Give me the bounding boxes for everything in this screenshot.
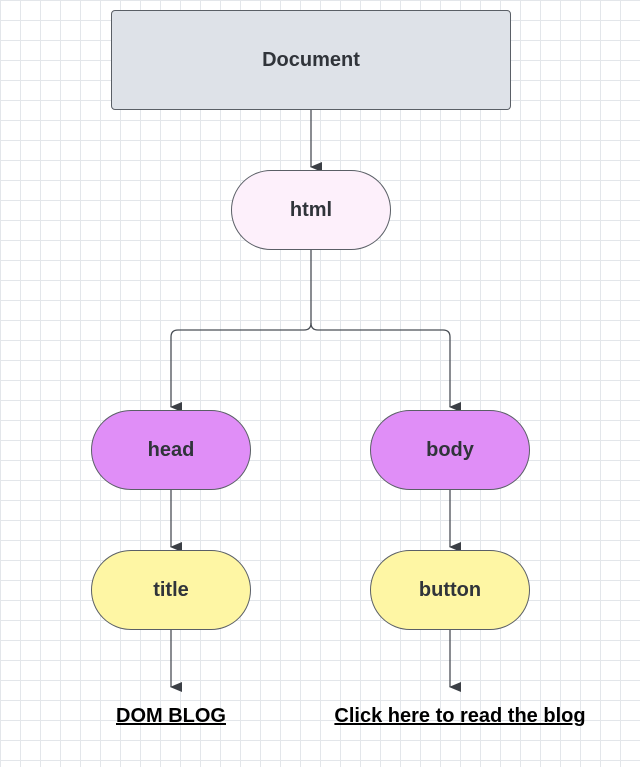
title-node-label: title	[153, 578, 189, 601]
edge-html-body	[310, 322, 461, 412]
title-node: title	[91, 550, 251, 630]
button-node-label: button	[418, 578, 482, 601]
head-node: head	[91, 410, 251, 490]
dom-blog-text: DOM BLOG	[116, 705, 226, 727]
document-node: Document	[111, 10, 511, 110]
html-node: html	[231, 170, 391, 250]
html-node-label: html	[289, 198, 333, 221]
body-node: body	[370, 410, 530, 490]
read-blog-link-text[interactable]: Click here to read the blog	[334, 705, 586, 727]
edge-html-head	[170, 250, 312, 412]
head-node-label: head	[147, 438, 195, 461]
document-node-label: Document	[262, 48, 360, 71]
button-node: button	[370, 550, 530, 630]
body-node-label: body	[426, 438, 474, 461]
